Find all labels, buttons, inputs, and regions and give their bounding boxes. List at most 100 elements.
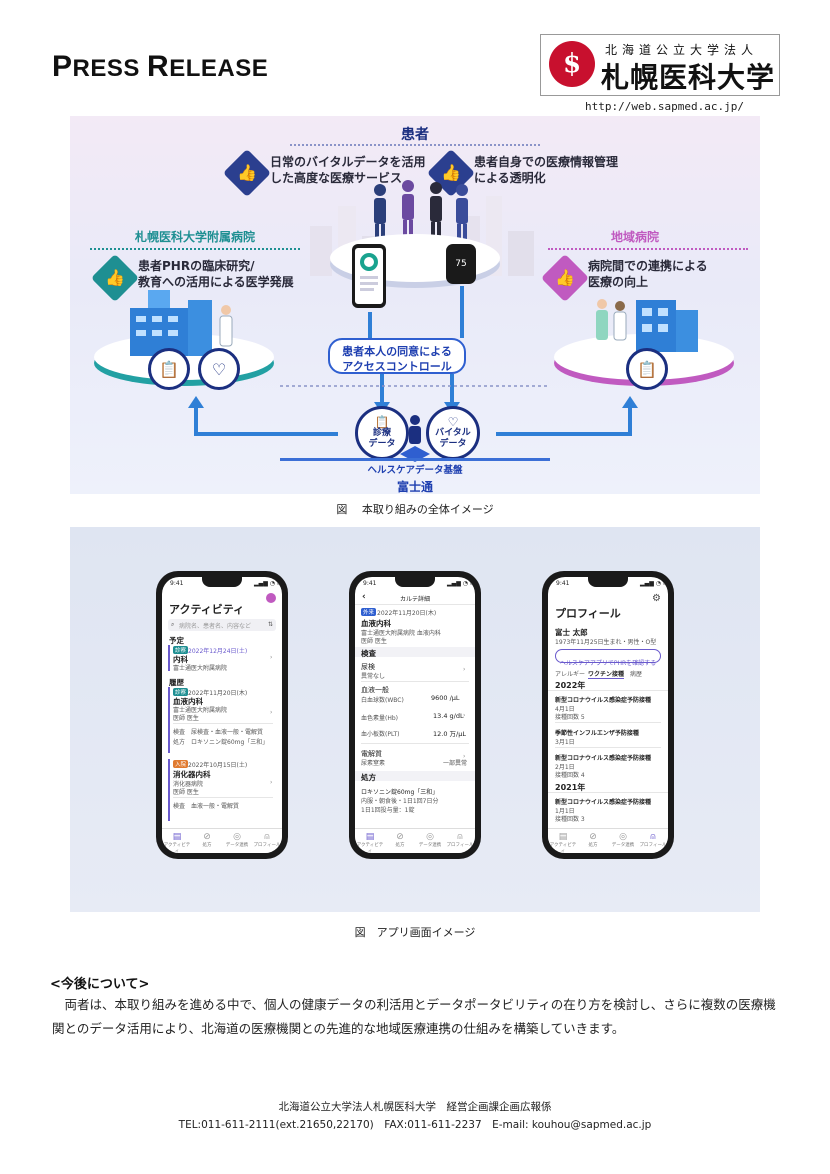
healthcare-app-button[interactable]: ヘルスケアアプリでPHRを確認する <box>555 649 661 667</box>
medical-record-icon: 📋 <box>626 348 668 390</box>
gear-icon[interactable]: ⚙ <box>652 593 661 604</box>
notification-icon[interactable] <box>266 593 276 603</box>
visit-dept: 血液内科 <box>361 619 391 628</box>
hospital-heading: 札幌医科大学附属病院 <box>134 230 255 244</box>
filter-icon[interactable]: ⇅ <box>267 621 273 628</box>
value-plt: 12.0 万/μL <box>433 730 466 738</box>
tab-activity[interactable]: ▤アクティビティ <box>163 832 191 853</box>
chevron-right-icon: › <box>270 709 273 716</box>
vital-data-node: ♡バイタルデータ <box>426 406 480 460</box>
row-hb: 血色素量(Hb) <box>361 715 399 722</box>
tab-profile[interactable]: ⍝プロフィール <box>253 832 281 848</box>
university-logo[interactable]: $ 北海道公立大学法人 札幌医科大学 <box>540 34 780 96</box>
rx-section: 処方 <box>361 773 376 782</box>
regional-building-illustration <box>596 299 698 352</box>
chevron-right-icon: › <box>270 779 273 786</box>
chevron-right-icon[interactable]: › <box>463 666 466 673</box>
logo-university-name: 札幌医科大学 <box>601 61 776 94</box>
benefit-right: 患者自身での医療情報管理による透明化 <box>474 155 619 185</box>
healthcare-platform-label: ヘルスケアデータ基盤 <box>367 465 463 476</box>
divider <box>555 722 661 723</box>
vaccine-dose: 接種回数 5 <box>555 714 585 721</box>
smartphone-illustration <box>352 244 386 308</box>
chevron-right-icon[interactable]: › <box>463 753 466 760</box>
status-icons: ▂▄▆ ◔ ▭ <box>447 580 475 587</box>
history-badge: 入院 <box>173 760 189 768</box>
tab-data-link[interactable]: ◎データ連携 <box>225 832 249 848</box>
rx-name: ロキソニン錠60mg「三和」 <box>361 789 439 796</box>
website-url[interactable]: http://web.sapmed.ac.jp/ <box>585 100 744 113</box>
tab-data-link[interactable]: ◎データ連携 <box>418 832 442 848</box>
scheduled-item[interactable]: 診察 2022年12月24日(土) 内科 富士通医大附属病院 › <box>168 645 278 672</box>
vaccine-name: 新型コロナウイルス感染症予防接種 <box>555 697 652 704</box>
patients-illustration <box>374 180 468 242</box>
divider <box>355 604 475 605</box>
exam-urine: 尿検 <box>361 663 375 671</box>
tab-bar: ▤アクティビティ ⊘処方 ◎データ連携 ⍝プロフィール <box>162 828 282 853</box>
history-hospital: 消化器病院 <box>173 781 204 788</box>
patient-heading: 患者 <box>401 127 429 143</box>
history-item[interactable]: 入院 2022年10月15日(土) 消化器内科 消化器病院 医師 医生 › 検査… <box>168 759 278 821</box>
university-seal-icon: $ <box>549 41 595 87</box>
person-on-platform-icon <box>400 415 430 462</box>
future-section-title: <今後について> <box>50 977 150 992</box>
regional-hospital-heading: 地域病院 <box>610 230 659 244</box>
divider <box>173 797 273 798</box>
app-screens-figure: 9:41 ▂▄▆ ◔ ▭ アクティビティ ⌕ 病院名、患者名、内容など ⇅ 予定… <box>70 527 760 912</box>
patient-divider <box>290 144 540 146</box>
tab-allergy[interactable]: アレルギー <box>555 671 586 678</box>
year-2022: 2022年 <box>555 681 586 690</box>
hospital-benefit: 患者PHRの臨床研究/教育への活用による医学発展 <box>138 259 294 289</box>
history-date: 2022年10月15日(土) <box>188 762 248 769</box>
scheduled-date: 2022年12月24日(土) <box>188 648 248 655</box>
fujitsu-label: 富士通 <box>396 480 433 494</box>
chevron-right-icon: › <box>270 654 273 661</box>
tab-bar: ▤アクティビティ ⊘処方 ◎データ連携 ⍝プロフィール <box>548 828 668 853</box>
vaccine-dose: 接種回数 3 <box>555 816 585 823</box>
exam-electrolyte-value: 一部異常 <box>443 760 468 767</box>
phone-notch <box>202 577 242 587</box>
tab-prescription[interactable]: ⊘処方 <box>395 832 405 848</box>
scheduled-hospital: 富士通医大附属病院 <box>173 665 228 672</box>
tab-prescription[interactable]: ⊘処方 <box>202 832 212 848</box>
scheduled-dept: 内科 <box>173 655 188 664</box>
tab-medical-history[interactable]: 病歴 <box>630 671 643 678</box>
vaccine-date: 1月1日 <box>555 808 575 815</box>
profile-info: 1973年11月25日生まれ・男性・O型 <box>555 639 657 646</box>
vaccine-date: 2月1日 <box>555 764 575 771</box>
back-arrow-icon[interactable]: ‹ <box>362 592 366 602</box>
history-dept: 血液内科 <box>173 697 203 706</box>
tab-data-link[interactable]: ◎データ連携 <box>611 832 635 848</box>
visit-date: 2022年11月20日(木) <box>377 610 437 617</box>
history-dept: 消化器内科 <box>173 770 211 779</box>
logo-org-type: 北海道公立大学法人 <box>605 43 759 57</box>
medical-record-icon: 📋 <box>148 348 190 390</box>
tab-activity[interactable]: ▤アクティビティ <box>549 832 577 853</box>
regional-benefit: 病院間での連携による医療の向上 <box>588 259 708 289</box>
scheduled-section: 予定 <box>169 636 184 645</box>
hospital-divider <box>90 248 300 250</box>
value-wbc: 9600 /μL <box>431 694 460 702</box>
tab-activity[interactable]: ▤アクティビティ <box>356 832 384 853</box>
tab-profile[interactable]: ⍝プロフィール <box>446 832 474 848</box>
tab-profile[interactable]: ⍝プロフィール <box>639 832 667 848</box>
search-input[interactable]: 病院名、患者名、内容など <box>179 623 252 630</box>
profile-screen: 9:41 ▂▄▆ ◔ ▭ ⚙ プロフィール 富士 太郎 1973年11月25日生… <box>548 577 668 853</box>
visit-doctor: 医師 医生 <box>361 638 387 645</box>
chevron-right-icon[interactable]: › <box>463 712 466 719</box>
section-bg <box>355 771 475 781</box>
activity-search-box[interactable]: ⌕ 病院名、患者名、内容など ⇅ <box>168 619 276 631</box>
section-bg <box>355 647 475 657</box>
status-time: 9:41 <box>363 580 377 587</box>
history-hospital: 富士通医大附属病院 <box>173 707 228 714</box>
tab-prescription[interactable]: ⊘処方 <box>588 832 598 848</box>
tab-vaccination[interactable]: ワクチン接種 <box>588 671 625 679</box>
history-item[interactable]: 診察 2022年11月20日(木) 血液内科 富士通医大附属病院 医師 医生 ›… <box>168 687 278 753</box>
profile-name: 富士 太郎 <box>555 628 588 637</box>
phone-notch <box>395 577 435 587</box>
benefit-left: 日常のバイタルデータを活用した高度な医療サービス <box>270 155 426 185</box>
activity-screen: 9:41 ▂▄▆ ◔ ▭ アクティビティ ⌕ 病院名、患者名、内容など ⇅ 予定… <box>162 577 282 853</box>
vaccine-name: 新型コロナウイルス感染症予防接種 <box>555 755 652 762</box>
scheduled-badge: 診察 <box>173 646 189 654</box>
phone-record-detail: 9:41 ▂▄▆ ◔ ▭ ‹ カルテ詳細 外来 2022年11月20日(木) 血… <box>349 571 481 859</box>
